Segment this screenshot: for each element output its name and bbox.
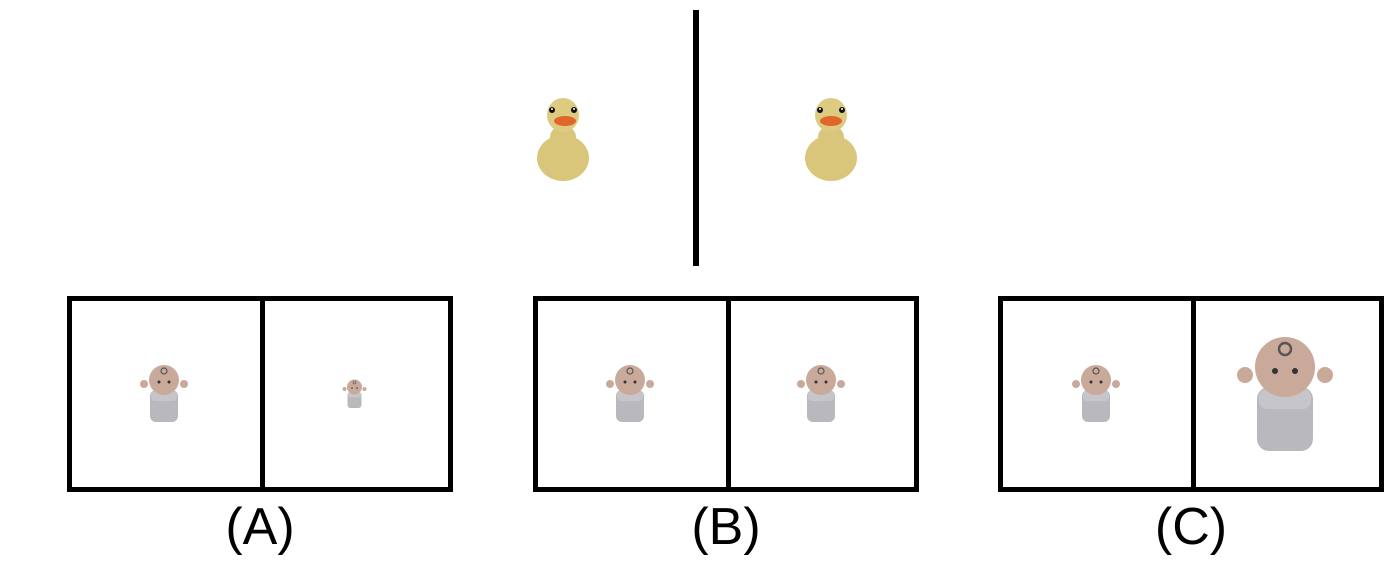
option-c-divider xyxy=(1191,301,1196,487)
option-b-panel xyxy=(533,296,919,492)
rubber-duck-icon xyxy=(537,98,589,181)
option-b-label: (B) xyxy=(691,498,761,556)
option-a-right-doll xyxy=(342,379,367,409)
option-c-label: (C) xyxy=(1154,498,1228,556)
option-c-right-doll xyxy=(1235,335,1335,453)
duck-right-image xyxy=(805,98,857,181)
baby-doll-icon xyxy=(1071,364,1121,423)
baby-doll-icon xyxy=(605,364,655,423)
option-a-panel xyxy=(67,296,453,492)
option-b-left-doll xyxy=(605,364,655,423)
option-a-divider xyxy=(260,301,265,487)
baby-doll-icon xyxy=(1235,335,1335,453)
option-c-left-doll xyxy=(1071,364,1121,423)
option-b-right-doll xyxy=(796,364,846,423)
baby-doll-icon xyxy=(342,379,367,409)
duck-left-image xyxy=(537,98,589,181)
baby-doll-icon xyxy=(796,364,846,423)
rubber-duck-icon xyxy=(805,98,857,181)
top-divider xyxy=(693,10,699,266)
option-a-left-doll xyxy=(139,364,189,423)
option-b-divider xyxy=(726,301,731,487)
baby-doll-icon xyxy=(139,364,189,423)
option-a-label: (A) xyxy=(225,498,295,556)
option-c-panel xyxy=(998,296,1384,492)
